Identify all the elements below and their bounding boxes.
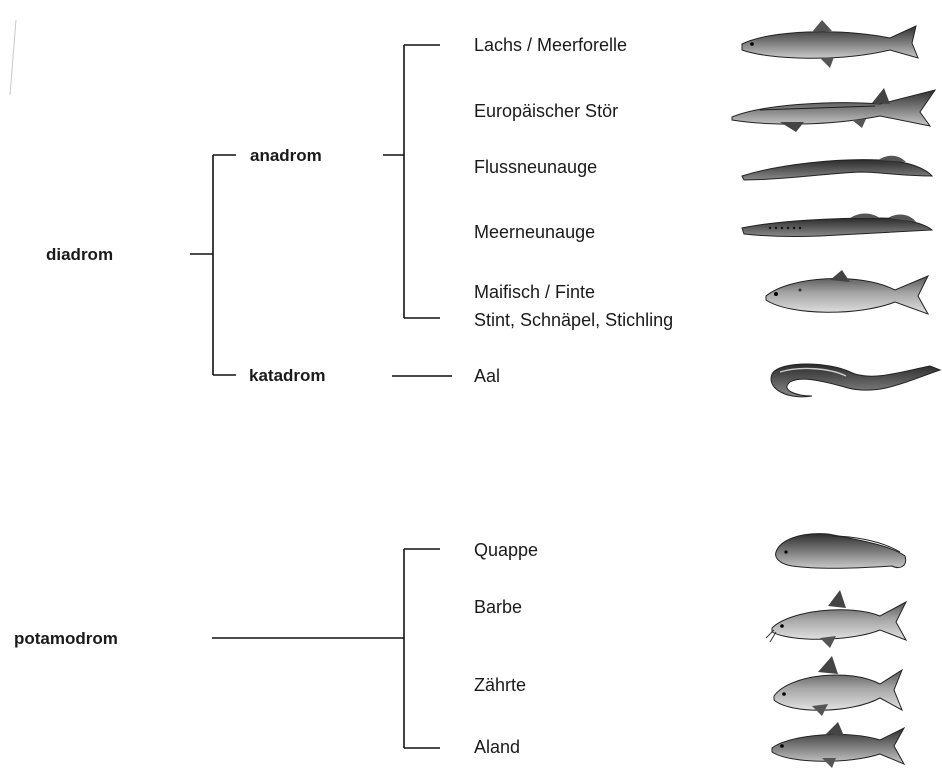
sturgeon-icon	[732, 88, 935, 132]
species-label-vimba: Zährte	[474, 675, 526, 695]
species-label-eel: Aal	[474, 366, 500, 386]
species-label-barbel: Barbe	[474, 597, 522, 617]
scan-artifact-line	[10, 20, 16, 95]
shad-icon	[766, 270, 928, 314]
species-label-burbot: Quappe	[474, 540, 538, 560]
sea-lamprey-icon	[742, 214, 932, 237]
species-label-salmon: Lachs / Meerforelle	[474, 35, 627, 55]
river-lamprey-icon	[742, 156, 932, 180]
barbel-icon	[766, 590, 906, 648]
species-label-ide: Aland	[474, 737, 520, 757]
species-label-smelt: Stint, Schnäpel, Stichling	[474, 310, 673, 330]
salmon-icon	[742, 20, 918, 68]
ide-icon	[772, 722, 904, 768]
label-diadrom: diadrom	[46, 245, 113, 264]
label-potamodrom: potamodrom	[14, 629, 118, 648]
label-anadrom: anadrom	[250, 146, 322, 165]
species-label-sturgeon: Europäischer Stör	[474, 101, 618, 121]
vimba-icon	[774, 656, 902, 716]
burbot-icon	[776, 534, 906, 569]
species-label-river-lamprey: Flussneunauge	[474, 157, 597, 177]
species-label-shad: Maifisch / Finte	[474, 282, 595, 302]
label-katadrom: katadrom	[249, 366, 326, 385]
eel-icon	[771, 364, 940, 397]
species-label-sea-lamprey: Meerneunauge	[474, 222, 595, 242]
